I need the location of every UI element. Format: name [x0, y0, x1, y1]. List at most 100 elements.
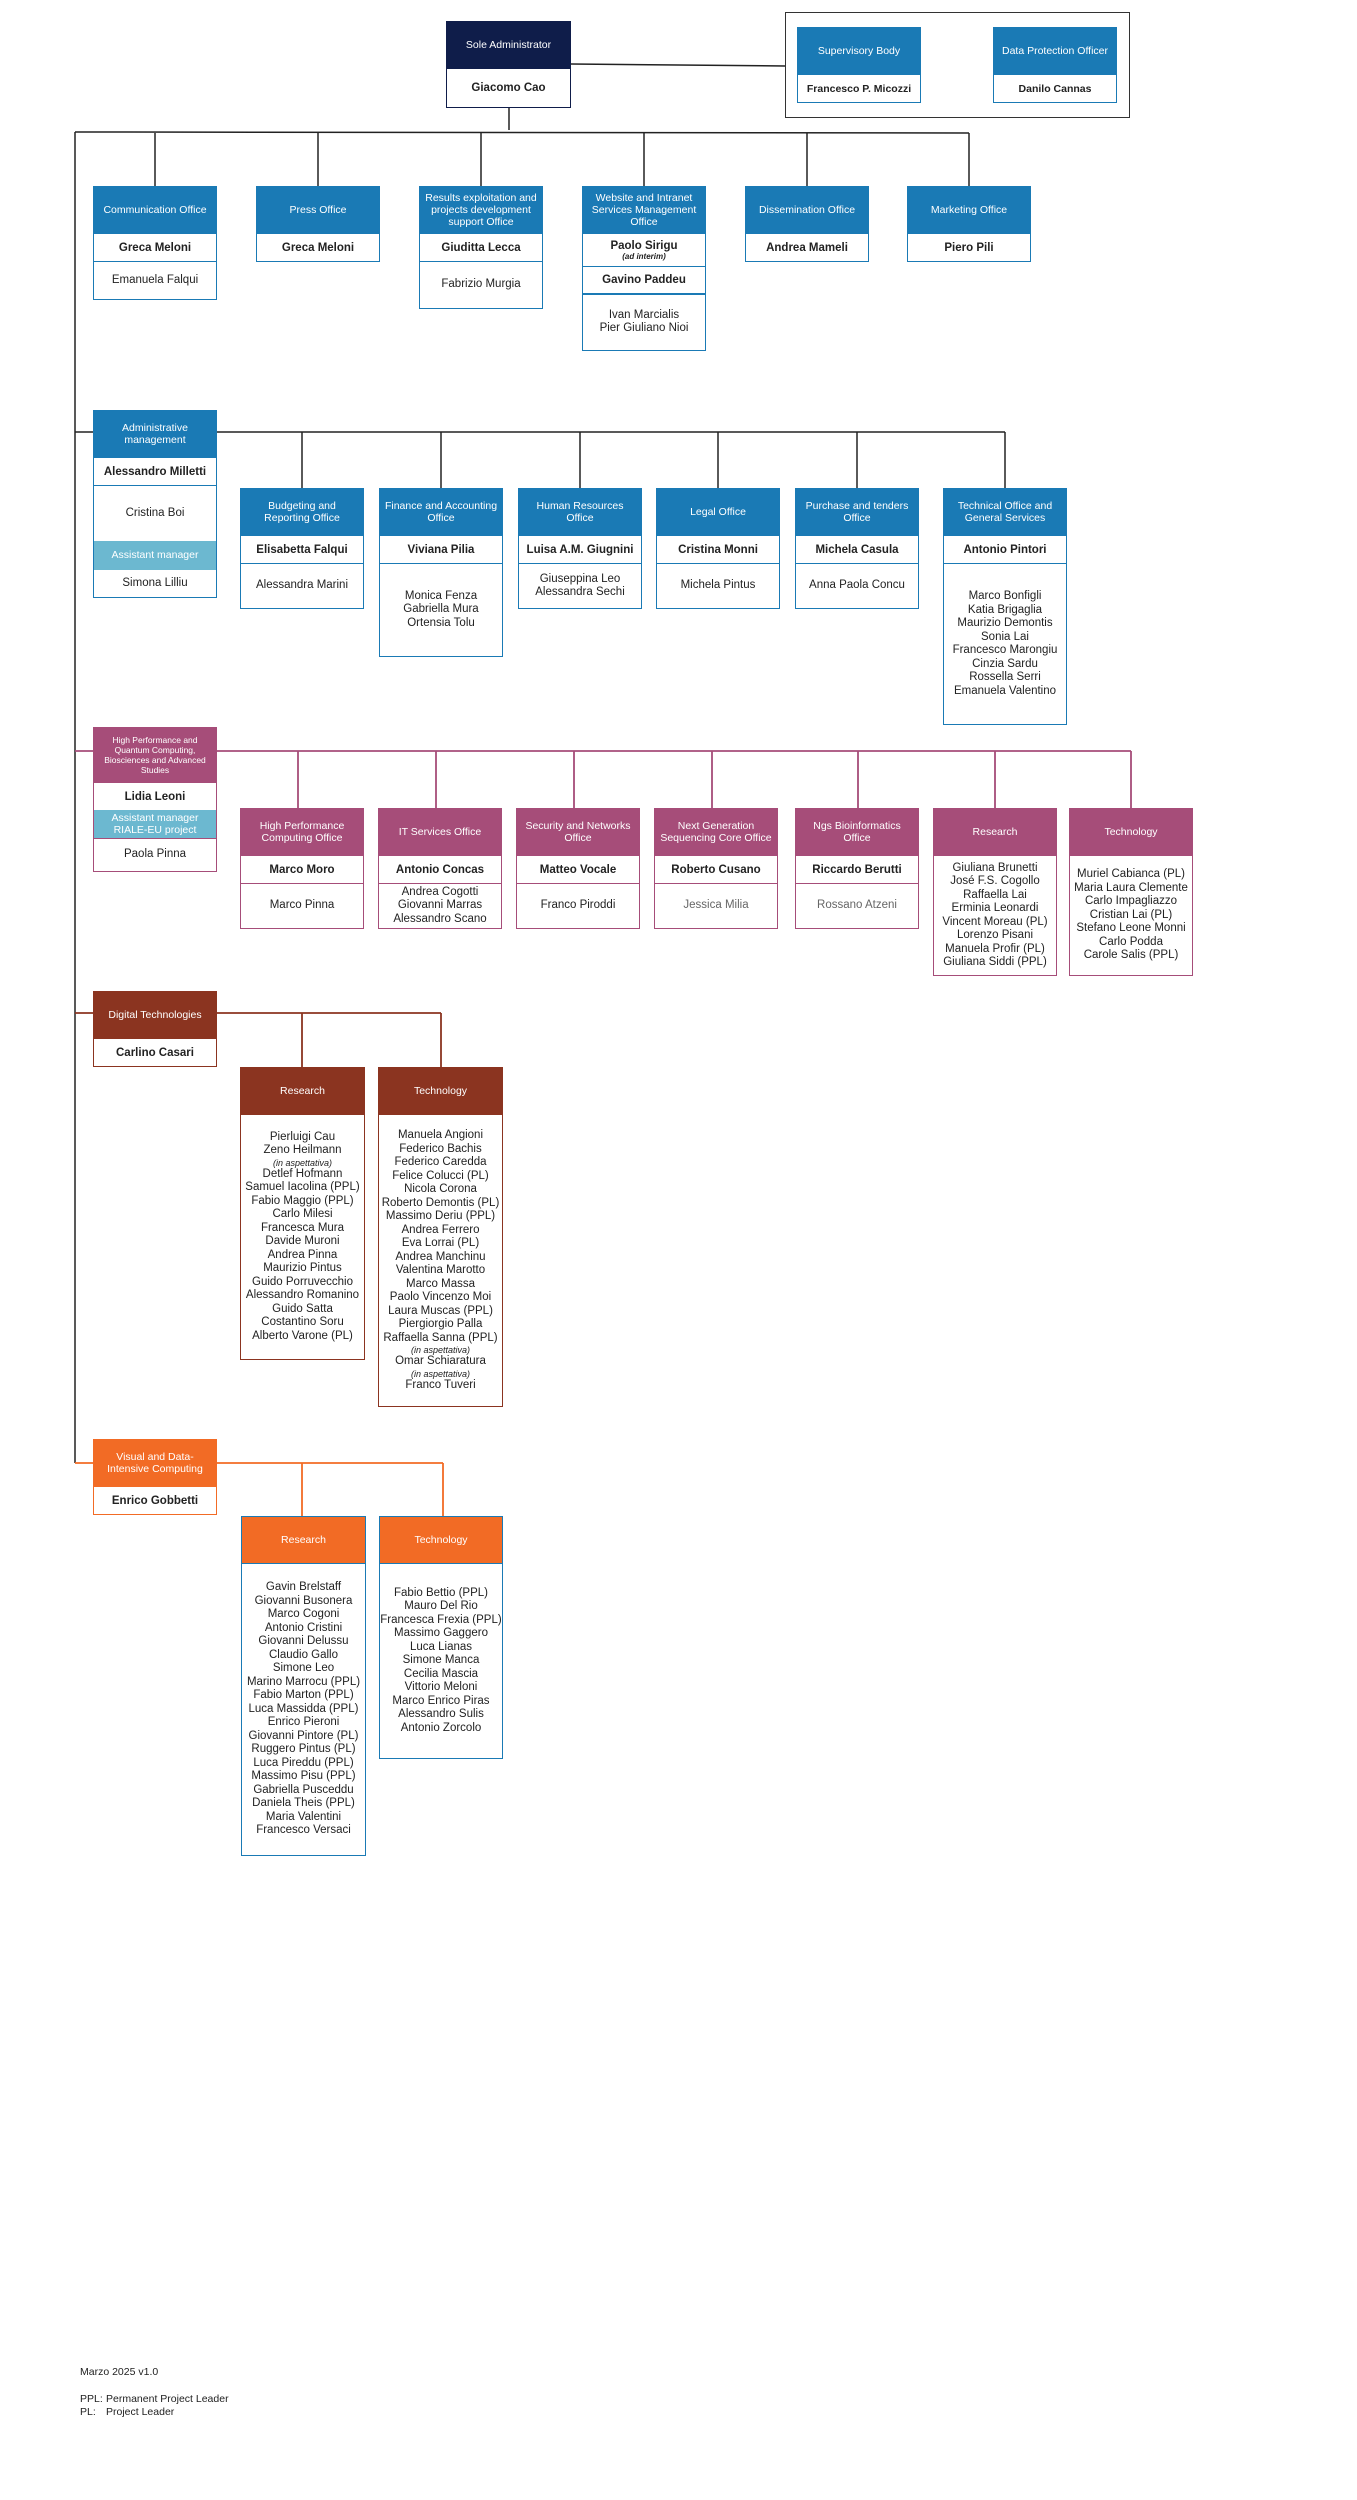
results-office-lead: Giuditta Lecca [420, 233, 542, 261]
visual-computing-lead: Enrico Gobbetti [94, 1486, 216, 1514]
member: Roberto Demontis (PL) [381, 1196, 500, 1209]
administrative-assistant-title: Assistant manager [94, 541, 216, 569]
member: Stefano Leone Monni [1076, 922, 1186, 935]
office-lead: Roberto Cusano [655, 855, 777, 883]
digital-technologies-box: Digital Technologies Carlino Casari [93, 991, 217, 1067]
member: Alberto Varone (PL) [252, 1329, 353, 1342]
administrative-management-title: Administrative management [94, 411, 216, 457]
member: Francesco Marongiu [952, 644, 1058, 656]
member: Fabio Maggio (PPL) [251, 1194, 354, 1207]
press-office-box: Press Office Greca Meloni [256, 186, 380, 262]
member: Andrea Pinna [267, 1248, 338, 1261]
office-title: Ngs Bioinformatics Office [796, 809, 918, 855]
office-lead: Matteo Vocale [517, 855, 639, 883]
member: Eva Lorrai (PL) [401, 1237, 480, 1249]
data-protection-officer-name: Danilo Cannas [994, 74, 1116, 102]
legend-ppl-key: PPL: [80, 2393, 103, 2405]
office-title: High Performance Computing Office [241, 809, 363, 855]
sole-administrator-name: Giacomo Cao [447, 68, 570, 107]
member: Mauro Del Rio [404, 1600, 478, 1613]
website-office-box: Website and Intranet Services Management… [582, 186, 706, 351]
member: Giovanni Marras [397, 899, 483, 912]
legend-ppl-text: Permanent Project Leader [106, 2393, 229, 2405]
member: Franco Piroddi [540, 899, 616, 912]
legend-ppl: PPL:Permanent Project Leader [80, 2393, 229, 2405]
office-members: Marco Pinna [241, 883, 363, 928]
member: Ruggero Pintus (PL) [251, 1743, 356, 1756]
member: Alessandra Sechi [535, 586, 625, 598]
member: Giuseppina Leo [539, 572, 621, 585]
administrative-management-members: Cristina Boi [94, 485, 216, 541]
member: Carole Salis (PPL) [1083, 949, 1179, 962]
member: (in aspettativa) [410, 1368, 471, 1379]
member: Marco Cogoni [267, 1608, 340, 1621]
office-lead: Michela Casula [796, 535, 918, 563]
member: Marco Massa [405, 1277, 476, 1290]
office-members: Anna Paola Concu [796, 563, 918, 608]
visual-computing-title: Visual and Data-Intensive Computing [94, 1440, 216, 1486]
member: Massimo Pisu (PPL) [251, 1770, 356, 1783]
communication-office-members: Emanuela Falqui [94, 261, 216, 299]
website-office-lead-note: (ad interim) [622, 252, 666, 261]
member: Marco Bonfigli [968, 590, 1042, 602]
member: Valentina Marotto [395, 1264, 486, 1276]
member: Antonio Zorcolo [400, 1721, 482, 1734]
member: Alessandro Romanino [245, 1289, 360, 1302]
member: Giovanni Pintore (PL) [248, 1729, 359, 1742]
member: Paolo Vincenzo Moi [389, 1291, 492, 1303]
member: Daniela Theis (PPL) [252, 1797, 355, 1810]
digital-technologies-title: Digital Technologies [94, 992, 216, 1038]
member: Maurizio Demontis [957, 617, 1053, 629]
office-members: Rossano Atzeni [796, 883, 918, 928]
visual-research-title: Research [242, 1517, 365, 1563]
member: Ortensia Tolu [407, 616, 475, 629]
member: Rossella Serri [969, 671, 1041, 683]
visual-computing-box: Visual and Data-Intensive Computing Enri… [93, 1439, 217, 1515]
member: Michela Pintus [680, 579, 756, 592]
office-title: Technology [1070, 809, 1192, 855]
member: Carlo Milesi [272, 1208, 333, 1221]
member: Gabriella Pusceddu [253, 1783, 354, 1796]
member: Nicola Corona [404, 1183, 477, 1195]
member: Federico Bachis [399, 1142, 482, 1155]
data-protection-officer-title: Data Protection Officer [994, 28, 1116, 74]
communication-office-lead: Greca Meloni [94, 233, 216, 261]
digital-research-title: Research [241, 1068, 364, 1114]
member: Pierluigi Cau [269, 1130, 336, 1143]
member: Katia Brigaglia [967, 603, 1043, 616]
office-title: Technical Office and General Services [944, 489, 1066, 535]
office-lead: Marco Moro [241, 855, 363, 883]
member: Fabio Marton (PPL) [253, 1689, 354, 1702]
supervisory-body-name: Francesco P. Micozzi [798, 74, 920, 102]
supervisory-body-title: Supervisory Body [798, 28, 920, 74]
office-members: Jessica Milia [655, 883, 777, 928]
office-title: Human Resources Office [519, 489, 641, 535]
results-office-box: Results exploitation and projects develo… [419, 186, 543, 309]
hpc-assistant-name: Paola Pinna [94, 838, 216, 871]
member: Cecilia Mascia [403, 1667, 479, 1680]
member: Raffaella Lai [963, 888, 1027, 901]
office-lead: Antonio Concas [379, 855, 501, 883]
member: Giuliana Brunetti [952, 861, 1038, 874]
member: Alessandro Scano [393, 912, 487, 925]
member: Luca Lianas [409, 1640, 473, 1653]
office-lead: Viviana Pilia [380, 535, 502, 563]
member: Erminia Leonardi [951, 902, 1039, 914]
member: Maria Valentini [265, 1810, 342, 1823]
member: Zeno Heilmann [263, 1144, 342, 1157]
hpc-assistant-title: Assistant manager RIALE-EU project [94, 810, 216, 838]
digital-technology-title: Technology [379, 1068, 502, 1114]
member: Andrea Cogotti [401, 885, 479, 898]
member: Gavin Brelstaff [265, 1581, 342, 1594]
marketing-office-title: Marketing Office [908, 187, 1030, 233]
member: Sonia Lai [981, 630, 1029, 643]
